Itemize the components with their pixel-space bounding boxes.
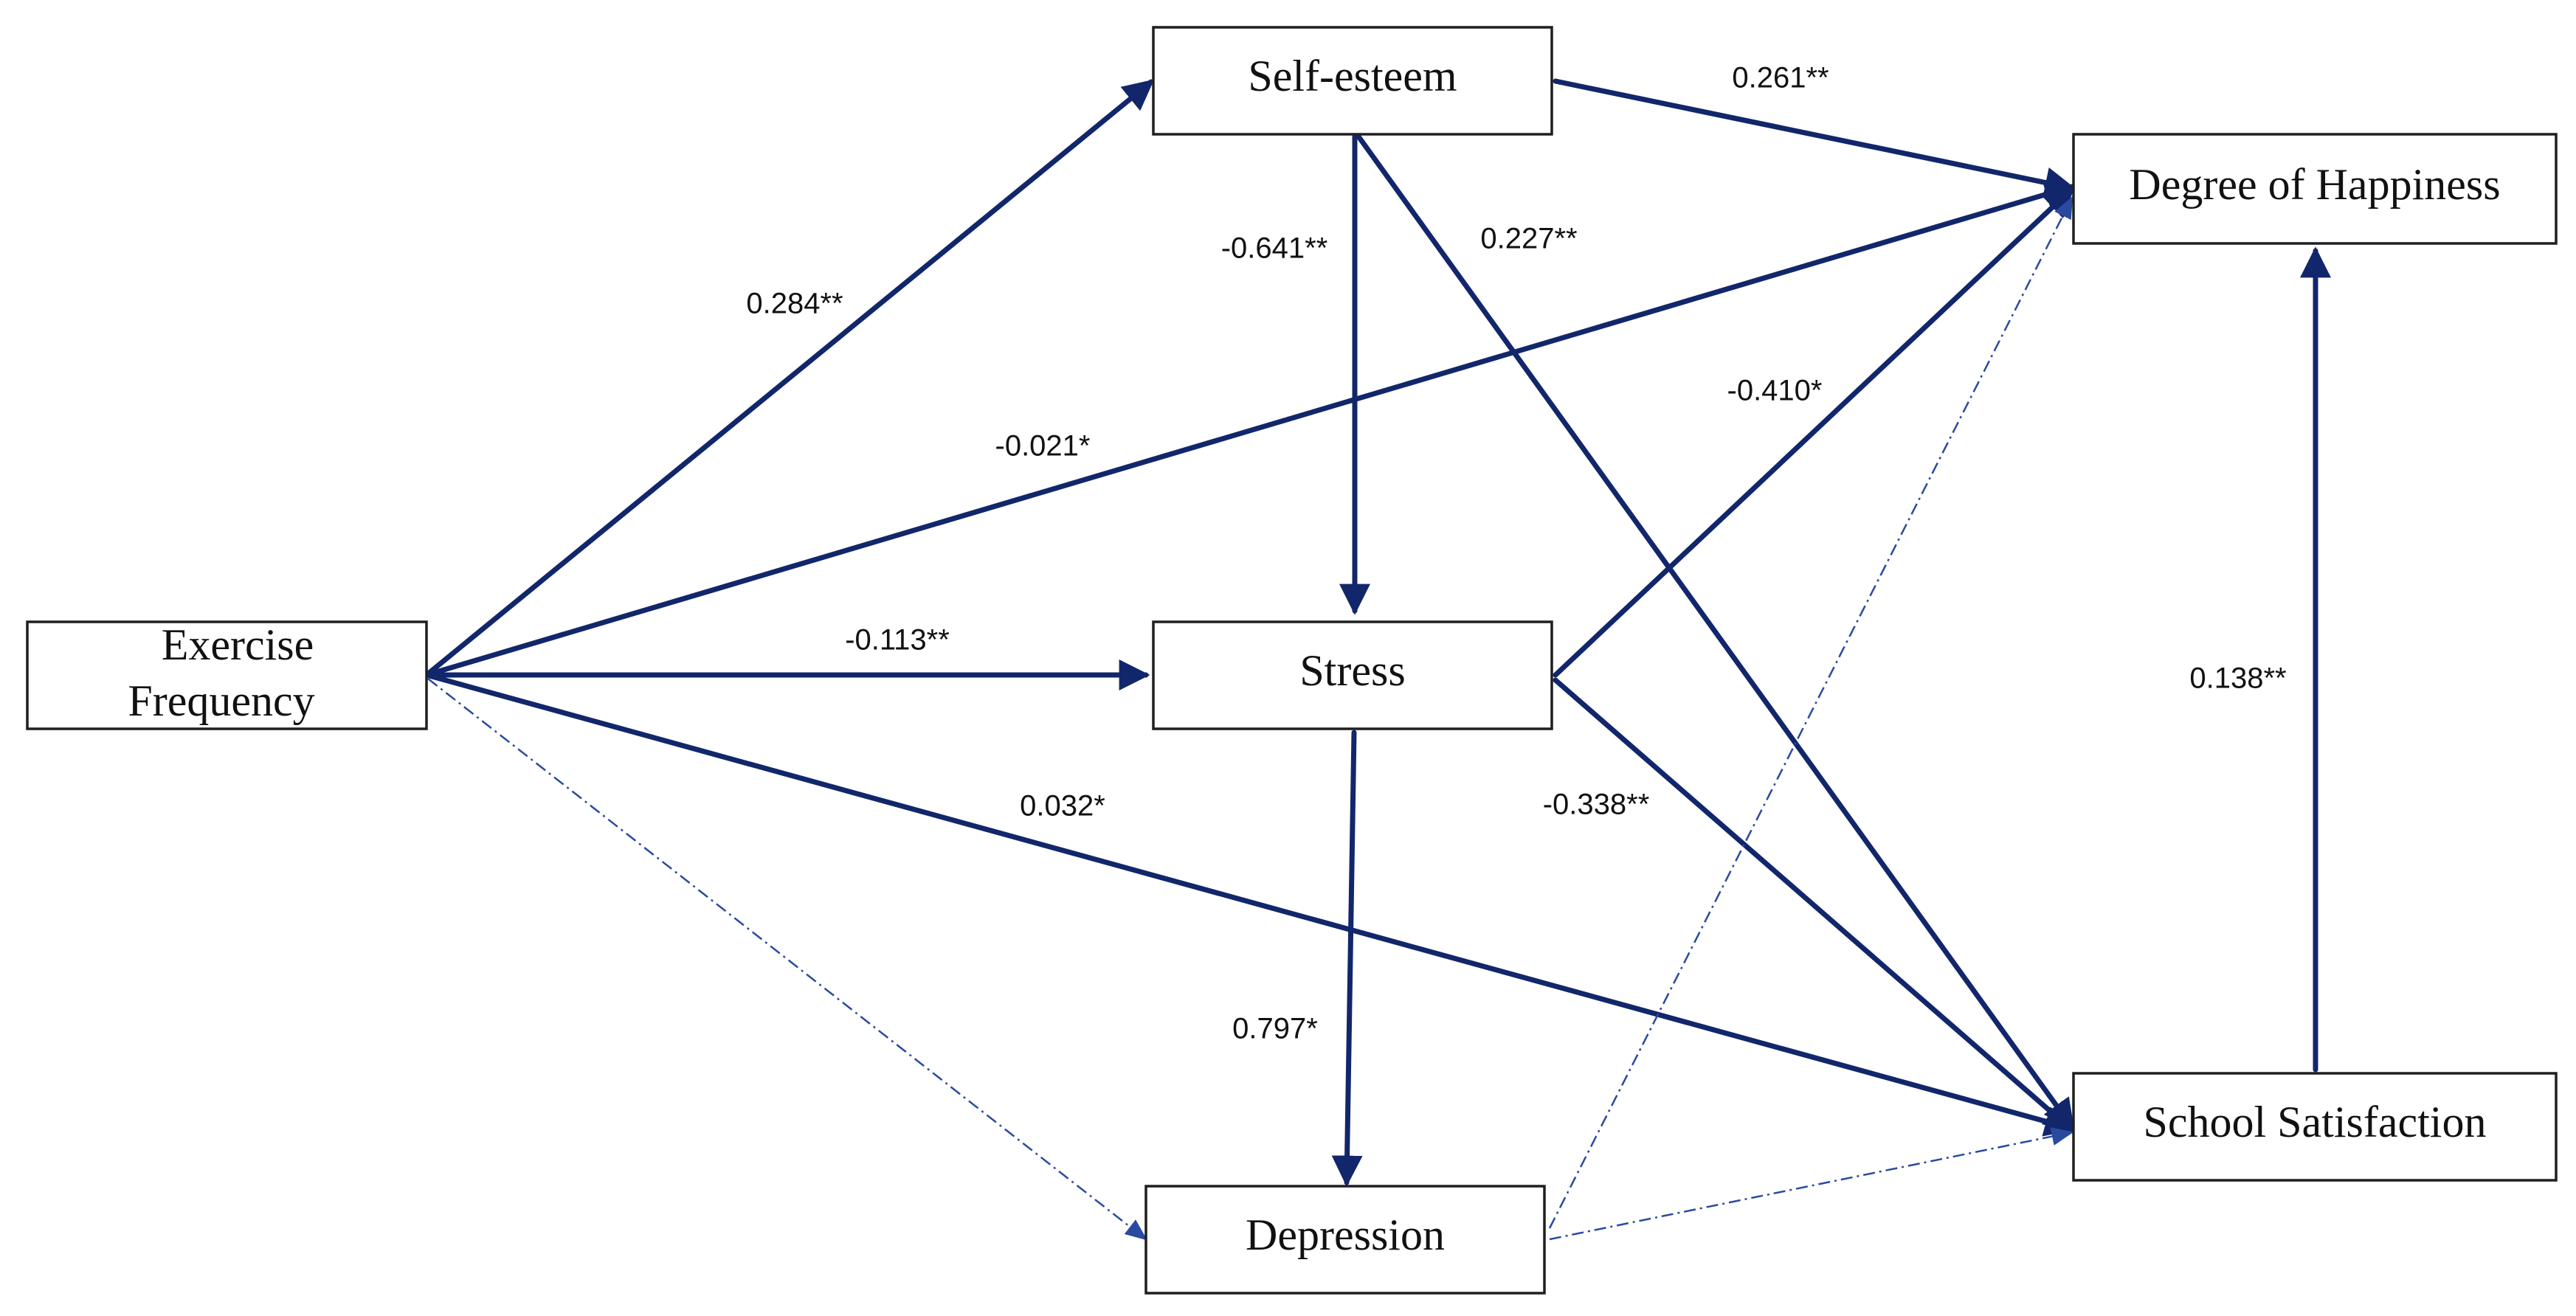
- node-label-line2: Frequency: [128, 676, 314, 725]
- coef-exercise-school: 0.032*: [1020, 790, 1105, 822]
- coef-stress-depression: 0.797*: [1232, 1013, 1318, 1045]
- node-stress: Stress: [1152, 620, 1553, 730]
- coef-selfesteem-school: 0.227**: [1480, 223, 1577, 255]
- arrow-exercise-to-school: [424, 672, 2076, 1137]
- node-exercise-frequency: Exercise Frequency: [26, 620, 428, 730]
- arrow-exercise-to-depression: [427, 678, 1147, 1241]
- node-label: School Satisfaction: [2144, 1098, 2487, 1146]
- coef-stress-school: -0.338**: [1543, 789, 1650, 821]
- coefficients: 0.284** -0.021* -0.113** 0.032* 0.261** …: [746, 62, 2286, 1045]
- node-depression: Depression: [1144, 1185, 1546, 1295]
- node-label: Depression: [1246, 1211, 1445, 1259]
- arrow-selfesteem-to-school: [1356, 134, 2075, 1131]
- arrow-selfesteem-to-happiness: [1553, 78, 2076, 198]
- node-label: Self-esteem: [1248, 52, 1457, 100]
- arrow-stress-to-happiness: [1553, 186, 2076, 678]
- arrow-exercise-to-selfesteem: [424, 79, 1155, 678]
- coef-selfesteem-stress: -0.641**: [1221, 232, 1328, 265]
- arrow-depression-to-school: [1549, 1127, 2074, 1241]
- coef-stress-happiness: -0.410*: [1727, 375, 1823, 407]
- node-self-esteem: Self-esteem: [1152, 26, 1553, 136]
- coef-exercise-happiness: -0.021*: [995, 430, 1091, 463]
- node-label-line1: Exercise: [162, 620, 314, 669]
- arrow-stress-to-depression: [1331, 730, 1363, 1187]
- node-school-satisfaction: School Satisfaction: [2072, 1072, 2558, 1182]
- coef-exercise-stress: -0.113**: [845, 624, 950, 657]
- nonsignificant-paths: [427, 195, 2074, 1241]
- coef-school-happiness: 0.138**: [2189, 662, 2286, 695]
- node-label: Degree of Happiness: [2129, 160, 2500, 209]
- significant-paths: [424, 78, 2331, 1187]
- arrow-stress-to-school: [1553, 677, 2076, 1133]
- coef-exercise-selfesteem: 0.284**: [746, 288, 843, 320]
- arrow-depression-to-happiness: [1548, 195, 2073, 1229]
- arrow-exercise-to-happiness: [424, 179, 2076, 678]
- node-degree-of-happiness: Degree of Happiness: [2072, 133, 2558, 245]
- coef-selfesteem-happiness: 0.261**: [1732, 62, 1829, 94]
- node-label: Stress: [1299, 646, 1405, 695]
